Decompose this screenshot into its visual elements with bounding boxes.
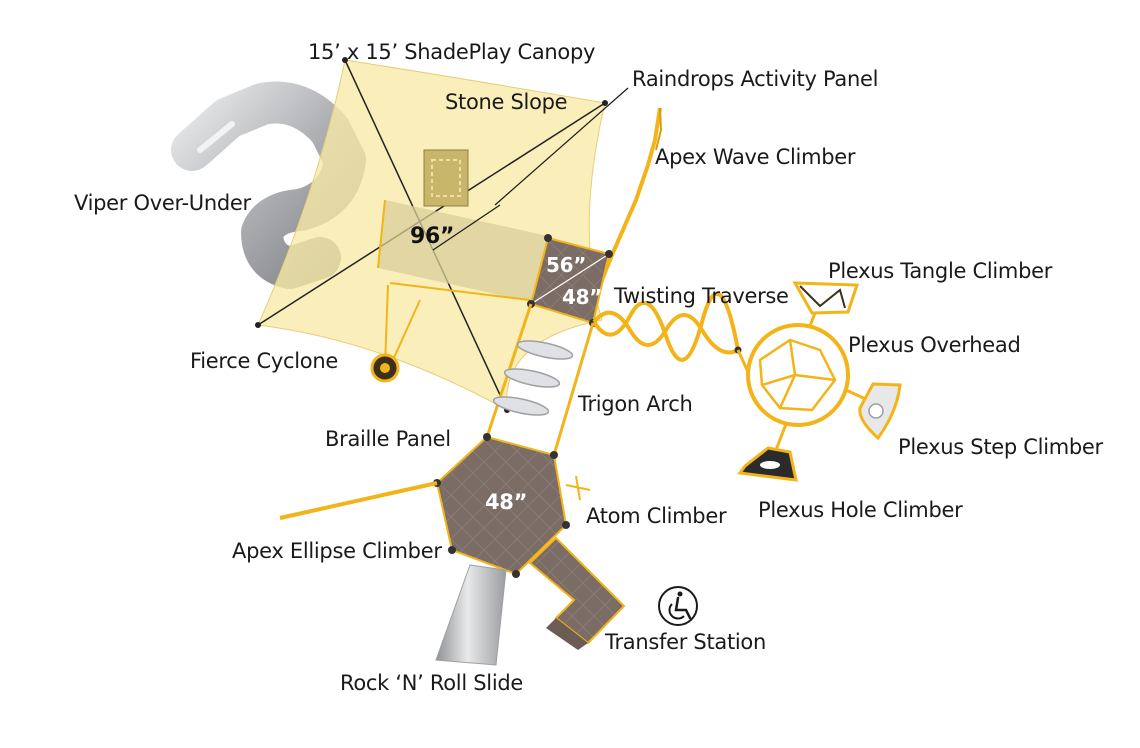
label-atom-climber: Atom Climber (586, 504, 727, 528)
label-fierce-cyclone: Fierce Cyclone (190, 349, 338, 373)
label-apex-ellipse-climber: Apex Ellipse Climber (232, 539, 442, 563)
wheelchair-accessible-icon (658, 586, 698, 626)
label-rock-n-roll-slide: Rock ‘N’ Roll Slide (340, 671, 524, 695)
fierce-cyclone (370, 284, 421, 383)
apex-wave-climber (596, 107, 663, 291)
dimension-96: 96” (410, 224, 455, 249)
label-plexus-hole-climber: Plexus Hole Climber (758, 498, 963, 522)
label-trigon-arch: Trigon Arch (578, 392, 693, 416)
label-raindrops-activity-panel: Raindrops Activity Panel (632, 67, 879, 91)
label-braille-panel: Braille Panel (325, 427, 451, 451)
leader-lines (432, 87, 629, 251)
dimension-48-lower: 48” (485, 490, 528, 514)
label-plexus-overhead: Plexus Overhead (848, 333, 1021, 357)
dimension-56: 56” (546, 253, 587, 277)
trigon-arch (485, 303, 595, 456)
label-twisting-traverse: Twisting Traverse (614, 284, 789, 308)
plexus-overhead (736, 299, 873, 451)
label-plexus-tangle-climber: Plexus Tangle Climber (828, 259, 1053, 283)
label-viper-over-under: Viper Over-Under (74, 191, 251, 215)
label-apex-wave-climber: Apex Wave Climber (655, 145, 856, 169)
label-transfer-station: Transfer Station (605, 630, 766, 654)
label-canopy: 15’ x 15’ ShadePlay Canopy (308, 40, 596, 64)
rock-n-roll-slide (435, 564, 507, 666)
transfer-station (528, 536, 626, 650)
stone-slope (423, 149, 469, 207)
dimension-48-upper: 48” (562, 285, 603, 309)
twisting-traverse (592, 291, 742, 362)
apex-ellipse-climber (279, 481, 438, 520)
label-plexus-step-climber: Plexus Step Climber (898, 435, 1103, 459)
plexus-tangle-climber (792, 281, 860, 315)
label-stone-slope: Stone Slope (445, 90, 568, 114)
plexus-hole-climber (737, 446, 798, 482)
plexus-step-climber (858, 382, 902, 441)
atom-climber (565, 475, 591, 501)
